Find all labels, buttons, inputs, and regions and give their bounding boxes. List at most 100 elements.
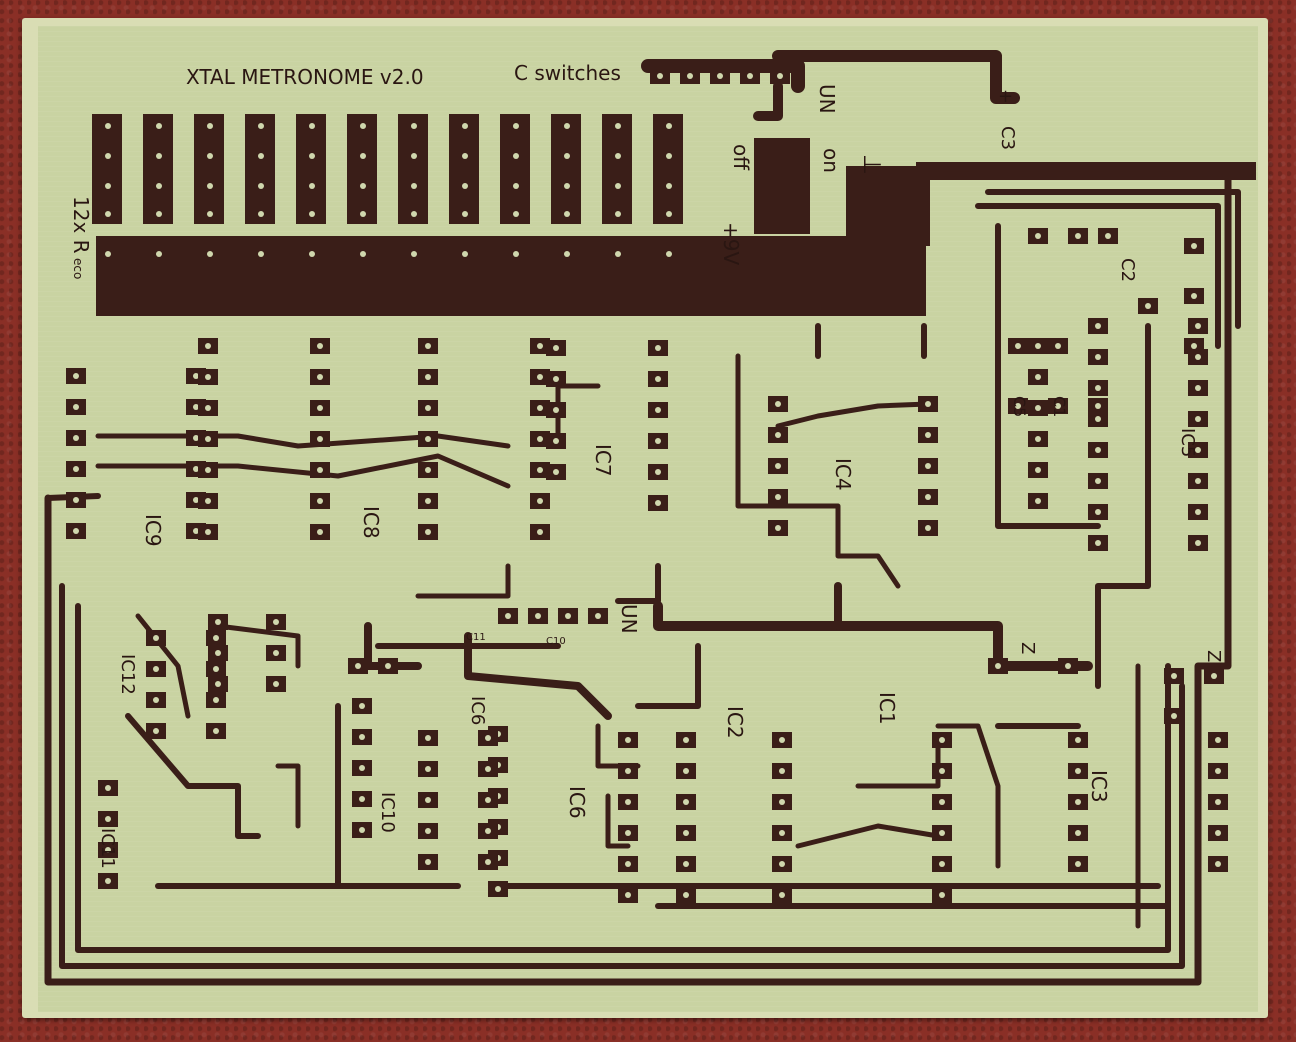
drill-hole <box>156 183 162 189</box>
drill-hole <box>666 211 672 217</box>
drill-hole <box>775 401 781 407</box>
drill-hole <box>105 816 111 822</box>
drill-hole <box>1095 478 1101 484</box>
board-title: XTAL METRONOME v2.0 <box>186 65 424 89</box>
drill-hole <box>553 345 559 351</box>
drill-hole <box>258 153 264 159</box>
drill-hole <box>156 251 162 257</box>
copper-trace <box>125 713 261 839</box>
drill-hole <box>777 73 783 79</box>
drill-hole <box>1035 467 1041 473</box>
ic8-label: IC8 <box>359 506 383 539</box>
drill-hole <box>258 251 264 257</box>
drill-hole <box>564 251 570 257</box>
drill-hole <box>73 497 79 503</box>
drill-hole <box>1095 403 1101 409</box>
drill-hole <box>105 847 111 853</box>
copper-trace <box>215 623 301 669</box>
z1-label: Z <box>1017 642 1038 654</box>
drill-hole <box>207 251 213 257</box>
drill-hole <box>1215 737 1221 743</box>
drill-hole <box>425 766 431 772</box>
drill-hole <box>939 799 945 805</box>
drill-hole <box>537 436 543 442</box>
drill-hole <box>564 211 570 217</box>
drill-hole <box>564 123 570 129</box>
copper-trace <box>59 583 1185 969</box>
drill-hole <box>153 728 159 734</box>
drill-hole <box>317 436 323 442</box>
drill-hole <box>655 469 661 475</box>
drill-hole <box>309 211 315 217</box>
drill-hole <box>505 613 511 619</box>
drill-hole <box>309 251 315 257</box>
drill-hole <box>1171 713 1177 719</box>
ground-label: ⊥ <box>858 154 886 175</box>
drill-hole <box>411 183 417 189</box>
drill-hole <box>666 153 672 159</box>
drill-hole <box>105 123 111 129</box>
drill-hole <box>193 435 199 441</box>
drill-hole <box>683 892 689 898</box>
drill-hole <box>1095 385 1101 391</box>
power-pad <box>754 138 810 234</box>
c10-label: C10 <box>546 636 566 647</box>
drill-hole <box>317 405 323 411</box>
drill-hole <box>317 529 323 535</box>
drill-hole <box>213 728 219 734</box>
drill-hole <box>207 211 213 217</box>
drill-hole <box>1095 416 1101 422</box>
copper-trace <box>275 763 301 829</box>
drill-hole <box>425 436 431 442</box>
copper-trace <box>464 632 612 720</box>
drill-hole <box>513 251 519 257</box>
copper-trace <box>985 189 1241 329</box>
drill-hole <box>359 796 365 802</box>
drill-hole <box>655 345 661 351</box>
drill-hole <box>925 432 931 438</box>
switch-off-label: off <box>729 144 753 171</box>
drill-hole <box>775 494 781 500</box>
drill-hole <box>73 373 79 379</box>
power-label: +9V <box>719 222 743 265</box>
drill-hole <box>615 183 621 189</box>
copper-trace <box>775 401 931 429</box>
drill-hole <box>213 635 219 641</box>
drill-hole <box>359 703 365 709</box>
drill-hole <box>485 766 491 772</box>
drill-hole <box>625 861 631 867</box>
drill-hole <box>360 251 366 257</box>
copper-trace <box>653 601 1093 671</box>
copper-traces <box>44 50 1241 986</box>
drill-hole <box>939 737 945 743</box>
copper-trace <box>615 563 661 604</box>
drill-hole <box>687 73 693 79</box>
drill-hole <box>537 374 543 380</box>
drill-hole <box>215 650 221 656</box>
drill-hole <box>1191 293 1197 299</box>
c1-label: C1 <box>1050 396 1069 417</box>
drill-hole <box>666 251 672 257</box>
drill-hole <box>1015 403 1021 409</box>
ic12-label: IC12 <box>117 654 138 695</box>
drill-hole <box>683 799 689 805</box>
switch-un-label: UN <box>815 84 839 114</box>
drill-hole <box>553 407 559 413</box>
drill-hole <box>1075 737 1081 743</box>
drill-hole <box>1195 540 1201 546</box>
drill-hole <box>425 859 431 865</box>
drill-hole <box>666 183 672 189</box>
drill-hole <box>1035 498 1041 504</box>
solder-pads <box>66 68 1256 903</box>
drill-hole <box>1195 478 1201 484</box>
drill-hole <box>317 467 323 473</box>
drill-hole <box>105 211 111 217</box>
copper-trace <box>975 203 1221 349</box>
drill-hole <box>385 663 391 669</box>
drill-hole <box>1055 403 1061 409</box>
drill-hole <box>193 466 199 472</box>
ic3-label: IC3 <box>1087 770 1111 803</box>
drill-hole <box>779 799 785 805</box>
drill-hole <box>939 861 945 867</box>
drill-hole <box>317 374 323 380</box>
